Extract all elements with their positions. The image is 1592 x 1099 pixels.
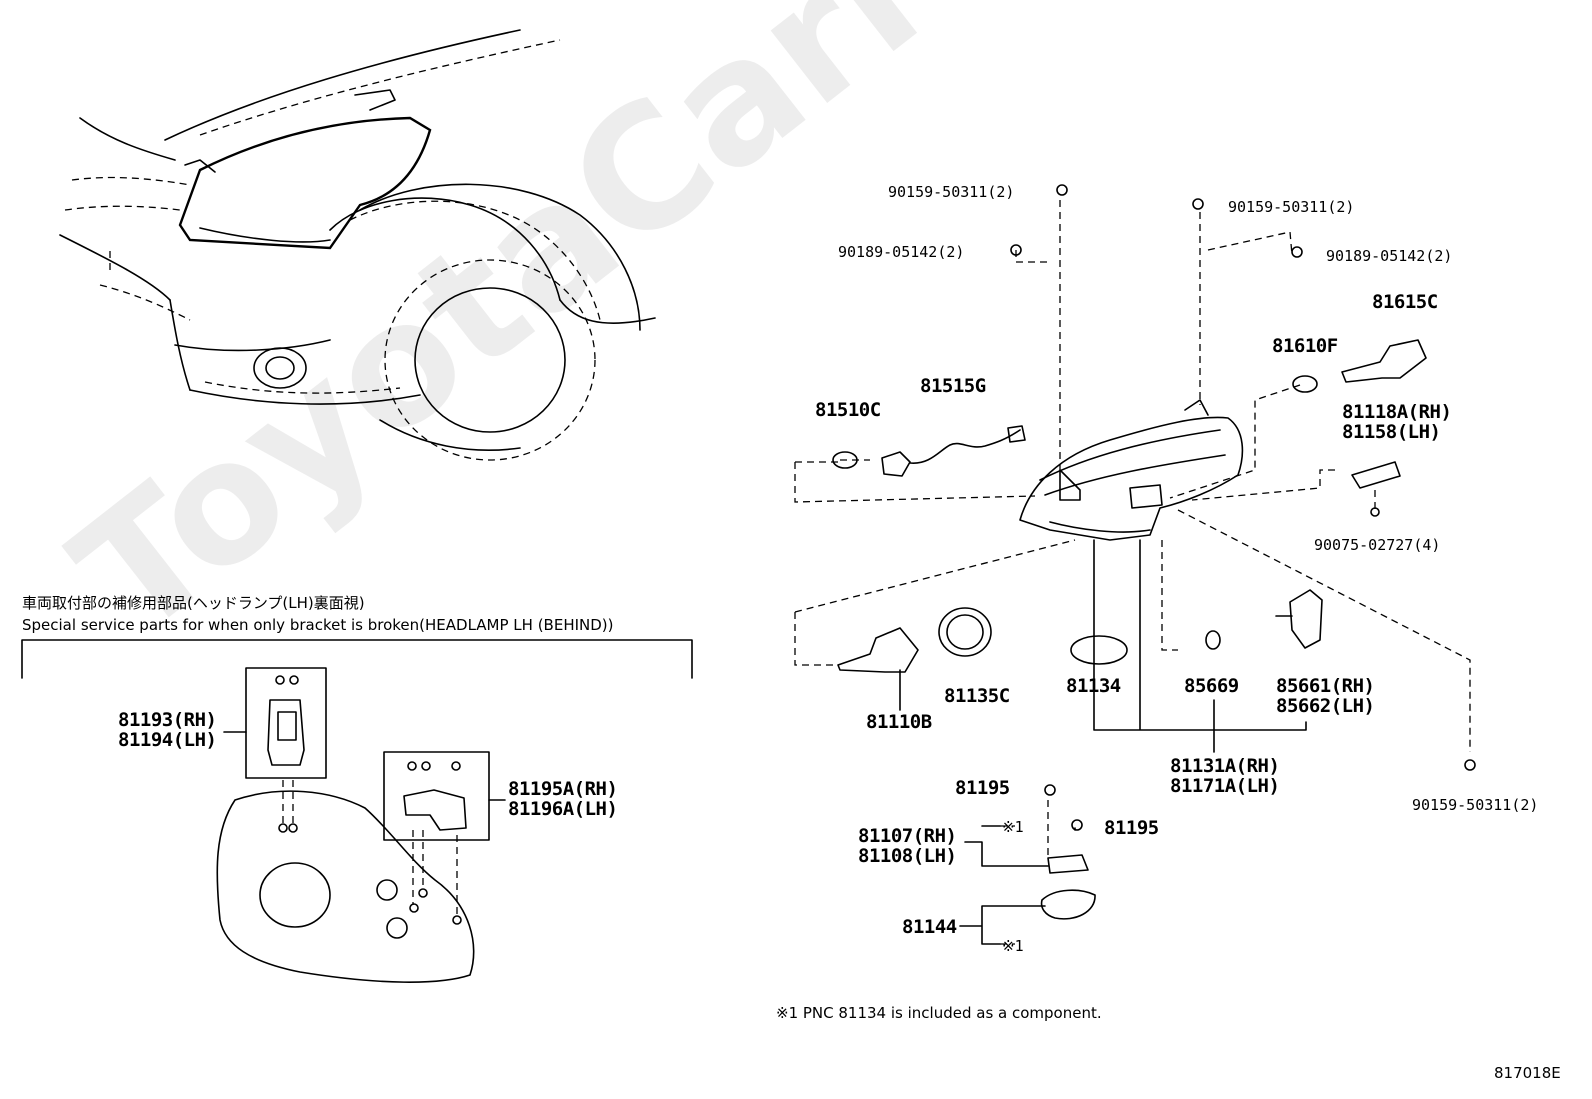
part-90159-top-left: 90159-50311(2)	[888, 183, 1015, 201]
part-90159-bottom-right: 90159-50311(2)	[1412, 796, 1539, 814]
inset-title-en: Special service parts for when only brac…	[22, 616, 614, 634]
headlamp-assembly	[1019, 399, 1244, 541]
part-90189-left: 90189-05142(2)	[838, 243, 965, 261]
part-81194: 81194(LH)	[118, 729, 217, 751]
nut-icon	[1291, 246, 1303, 258]
cover-icon	[1040, 889, 1096, 920]
footnote-mark-1a: ※1	[1002, 818, 1024, 836]
car-front-illustration	[59, 29, 656, 461]
label-81195a-81196a: 81195A(RH) 81196A(LH)	[508, 778, 618, 820]
bolt-icon	[1464, 759, 1476, 771]
part-85669: 85669	[1184, 675, 1239, 697]
part-81610f: 81610F	[1272, 335, 1338, 357]
part-81195-top: 81195	[955, 777, 1010, 799]
part-81144: 81144	[902, 916, 957, 938]
module-icon	[1047, 854, 1089, 874]
label-81131a-81171a: 81131A(RH) 81171A(LH)	[1170, 755, 1280, 797]
bolt-icon	[1192, 198, 1204, 210]
part-90075: 90075-02727(4)	[1314, 536, 1441, 554]
label-81107-81108: 81107(RH) 81108(LH)	[858, 825, 957, 867]
part-81510c: 81510C	[815, 399, 881, 421]
inset-title-jp: 車両取付部の補修用部品(ヘッドランプ(LH)裏面視)	[22, 594, 365, 612]
screw-icon	[1071, 819, 1083, 831]
part-81171a: 81171A(LH)	[1170, 775, 1280, 797]
part-81135c: 81135C	[944, 685, 1010, 707]
o-ring-icon	[1205, 630, 1221, 650]
leader-lines	[794, 200, 1471, 945]
part-81158: 81158(LH)	[1342, 421, 1441, 443]
diagram-code: 817018E	[1494, 1064, 1561, 1082]
nut-icon	[1010, 244, 1022, 256]
part-81195a: 81195A(RH)	[508, 778, 618, 800]
part-81195-right: 81195	[1104, 817, 1159, 839]
actuator-icon	[1289, 589, 1323, 649]
part-81110b: 81110B	[866, 711, 932, 733]
label-85661-85662: 85661(RH) 85662(LH)	[1276, 675, 1375, 717]
part-90159-top-right: 90159-50311(2)	[1228, 198, 1355, 216]
part-81196a: 81196A(LH)	[508, 798, 618, 820]
bulb-icon	[832, 451, 858, 469]
part-81615c: 81615C	[1372, 291, 1438, 313]
part-90189-right: 90189-05142(2)	[1326, 247, 1453, 265]
bolt-icon	[1056, 184, 1068, 196]
part-81108: 81108(LH)	[858, 845, 957, 867]
part-icons	[832, 184, 1476, 920]
side-marker-icon	[1351, 461, 1401, 489]
bulb-icon	[837, 627, 919, 673]
part-81515g: 81515G	[920, 375, 986, 397]
bulb-icon	[1292, 375, 1318, 393]
bulb-icon	[1341, 339, 1427, 383]
screw-icon	[1370, 507, 1380, 517]
part-85662: 85662(LH)	[1276, 695, 1375, 717]
part-81193: 81193(RH)	[118, 709, 217, 731]
part-81107: 81107(RH)	[858, 825, 957, 847]
wire-harness	[909, 429, 1021, 464]
screw-icon	[1044, 784, 1056, 796]
socket-icon	[881, 451, 911, 477]
footnote: ※1 PNC 81134 is included as a component.	[776, 1004, 1102, 1022]
socket-ring-icon	[938, 607, 992, 657]
label-81118a-81158: 81118A(RH) 81158(LH)	[1342, 401, 1452, 443]
part-85661: 85661(RH)	[1276, 675, 1375, 697]
part-81131a: 81131A(RH)	[1170, 755, 1280, 777]
label-81193-81194: 81193(RH) 81194(LH)	[118, 709, 217, 751]
part-81134: 81134	[1066, 675, 1121, 697]
footnote-mark-1b: ※1	[1002, 937, 1024, 955]
gasket-icon	[1070, 635, 1128, 665]
inset-bracket-section	[21, 639, 693, 983]
part-81118a: 81118A(RH)	[1342, 401, 1452, 423]
